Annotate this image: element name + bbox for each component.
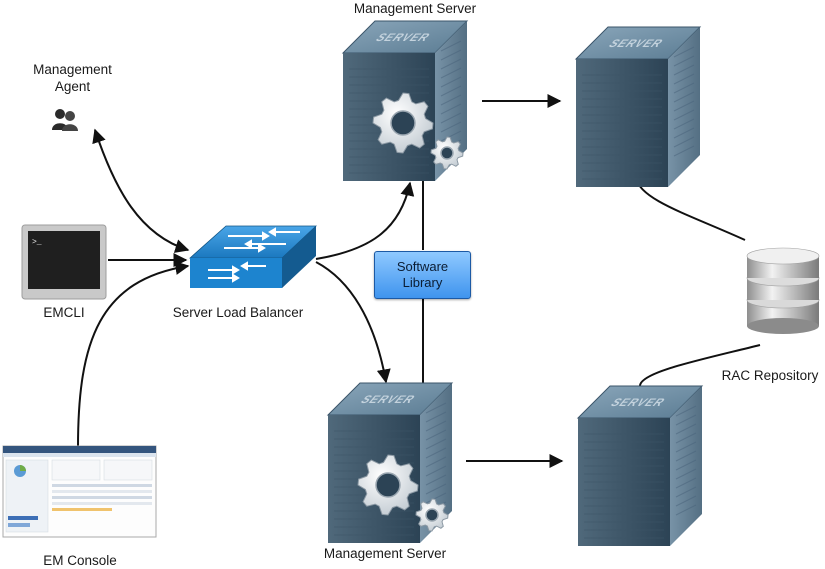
edge-balancer-mgmt-top — [315, 181, 415, 260]
server-brand-label: SERVER — [608, 396, 670, 409]
edge-balancer-mgmt-bottom — [315, 261, 391, 384]
management-server-top-label: Management Server — [353, 1, 477, 16]
software-library-box: Software Library — [374, 251, 471, 299]
server-load-balancer-label: Server Load Balancer — [172, 305, 304, 320]
users-icon — [52, 109, 78, 131]
emcli-label: EMCLI — [43, 305, 85, 320]
management-agent-label: Management Agent — [33, 62, 112, 94]
server-icon: SERVER — [574, 26, 702, 187]
rac-repository-label: RAC Repository — [721, 368, 819, 383]
server-brand-label: SERVER — [373, 31, 435, 44]
server-brand-label: SERVER — [606, 37, 668, 50]
edge-console-balancer — [77, 261, 190, 448]
gear-icon — [372, 92, 464, 170]
edge-agent-balancer — [92, 128, 190, 253]
gear-icon — [357, 454, 449, 532]
database-icon — [746, 247, 820, 334]
software-library-label: Software Library — [396, 259, 449, 290]
connectors — [77, 94, 761, 468]
browser-screenshot-icon — [2, 445, 157, 538]
terminal-icon: >_ — [21, 224, 107, 300]
server-brand-label: SERVER — [358, 393, 420, 406]
svg-text:>_: >_ — [32, 238, 42, 247]
edge-db-top-repo — [635, 177, 746, 241]
server-icon: SERVER — [576, 385, 704, 546]
network-switch-icon — [188, 225, 318, 288]
server-gear-icon: SERVER — [341, 20, 469, 181]
em-console-label: EM Console — [43, 553, 117, 568]
management-server-bottom-label: Management Server — [323, 546, 447, 561]
edge-db-bottom-repo — [639, 344, 761, 387]
server-gear-icon: SERVER — [326, 382, 454, 543]
